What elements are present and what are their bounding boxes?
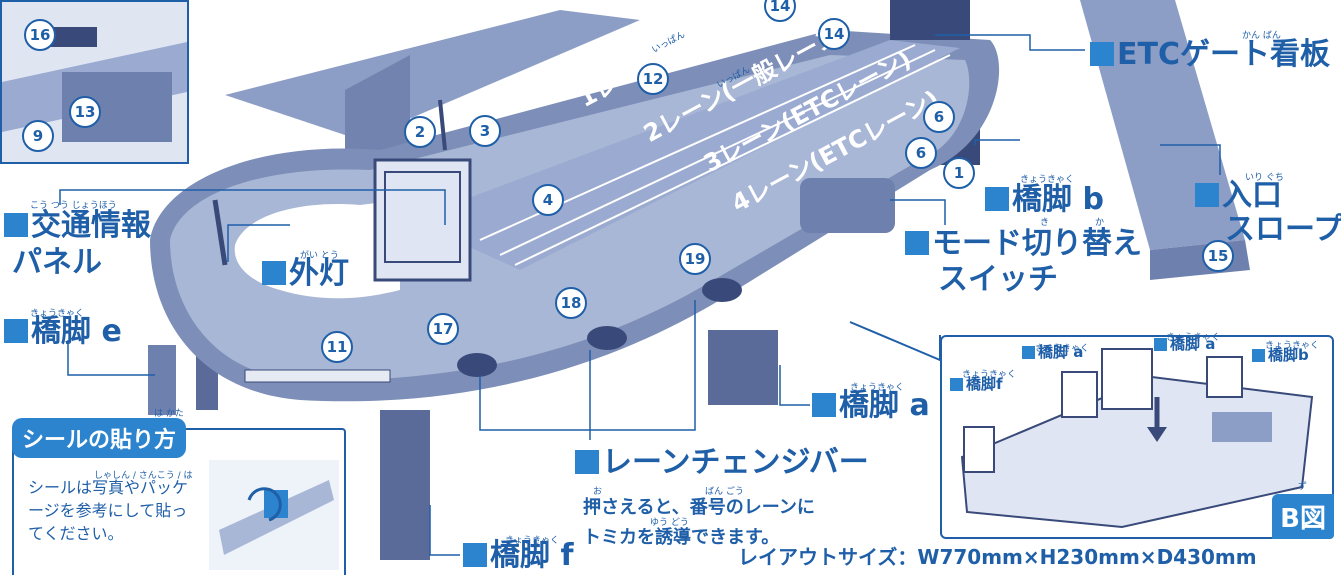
number-marker: 14 <box>764 0 796 22</box>
sticker-howto-text: シールは写真やパッケージを参考にして貼ってください。 <box>28 478 189 543</box>
layout-size: レイアウトサイズ：W770mm×H230mm×D430mm <box>738 545 1257 569</box>
figure-b-ruby-1: きょうきゃく <box>1035 344 1090 354</box>
mode-switch-ruby-1: き <box>1040 218 1050 228</box>
sticker-howto-title: シールの貼り方 <box>12 418 187 458</box>
number-marker: 17 <box>427 313 459 345</box>
traffic-panel-label: 交通情報 <box>4 210 151 242</box>
figure-b-leg-a-2: 橋脚 a <box>1154 336 1215 353</box>
sticker-howto-ruby: しゃしん / さんこう / は <box>94 471 193 481</box>
lane-bar-desc-ruby-1: お <box>593 487 603 497</box>
figure-b-ruby-3: きょうきゃく <box>1265 341 1320 351</box>
slope-label-2: スロープ <box>1225 212 1341 247</box>
figure-b: きょうきゃく 橋脚 a きょうきゃく 橋脚 a きょうきゃく 橋脚b きょうきゃ… <box>940 333 1334 539</box>
slope-label: 入口 <box>1195 180 1282 212</box>
leg-b-ruby: きょうきゃく <box>1020 175 1075 185</box>
number-marker: 12 <box>637 63 669 95</box>
number-marker: 14 <box>818 18 850 50</box>
slope-ruby: いり ぐち <box>1245 173 1284 183</box>
lane-bar-description-2: トミカを誘導できます。 <box>583 527 780 548</box>
lane-bar-description-1: 押さえると、番号のレーンに <box>583 497 815 518</box>
number-marker: 19 <box>679 243 711 275</box>
number-marker: 4 <box>532 184 564 216</box>
number-marker: 15 <box>1202 240 1234 272</box>
leg-e-label: 橋脚 e <box>4 316 122 348</box>
number-marker: 18 <box>555 287 587 319</box>
number-marker: 6 <box>923 101 955 133</box>
sticker-howto-box: は かた シールの貼り方 シールは写真やパッケージを参考にして貼ってください。 … <box>12 409 346 575</box>
street-light-ruby: がい とう <box>300 251 339 261</box>
number-marker: 16 <box>24 19 56 51</box>
number-marker: 1 <box>943 157 975 189</box>
leg-f-ruby: きょうきゃく <box>505 536 560 546</box>
number-marker: 6 <box>905 137 937 169</box>
street-light-label: 外灯 <box>262 258 349 290</box>
leg-b-label: 橋脚 b <box>985 184 1104 216</box>
figure-b-badge-ruby: ず <box>1298 482 1308 492</box>
traffic-panel-ruby: こう つう じょうほう <box>30 201 117 211</box>
number-marker: 2 <box>404 116 436 148</box>
figure-b-ruby-2: きょうきゃく <box>1166 333 1221 343</box>
figure-b-illustration <box>960 348 1314 529</box>
mode-switch-label: モード切り替え <box>905 228 1142 260</box>
mode-switch-label-2: スイッチ <box>938 262 1058 297</box>
number-marker: 9 <box>22 120 54 152</box>
number-marker: 3 <box>469 115 501 147</box>
lane-bar-desc-ruby-3: ゆう どう <box>650 518 689 528</box>
etc-gate-label: ETCゲート看板 <box>1090 39 1330 71</box>
lane-bar-desc-ruby-2: ばん ごう <box>705 487 744 497</box>
sticker-howto-illustration <box>209 460 339 570</box>
number-marker: 13 <box>69 96 101 128</box>
lane-change-bar-label: レーンチェンジバー <box>575 447 869 479</box>
traffic-panel-label-2: パネル <box>12 245 102 280</box>
figure-b-badge: B図 <box>1272 494 1334 539</box>
figure-b-leg-f: 橋脚f <box>950 376 1003 393</box>
number-marker: 11 <box>321 331 353 363</box>
sticker-howto-title-ruby: は かた <box>154 409 184 419</box>
mode-switch-ruby-2: か <box>1095 218 1105 228</box>
leg-a-label: 橋脚 a <box>812 390 930 422</box>
leg-e-ruby: きょうきゃく <box>30 309 85 319</box>
leg-a-ruby: きょうきゃく <box>850 383 905 393</box>
figure-b-leg-b: 橋脚b <box>1252 347 1309 364</box>
figure-b-ruby-4: きょうきゃく <box>962 370 1017 380</box>
inset-photo: 16 9 13 <box>0 0 189 164</box>
leg-f-label: 橋脚 f <box>463 540 574 572</box>
etc-gate-ruby: かん ばん <box>1242 31 1281 41</box>
figure-b-leg-a-1: 橋脚 a <box>1022 344 1083 361</box>
